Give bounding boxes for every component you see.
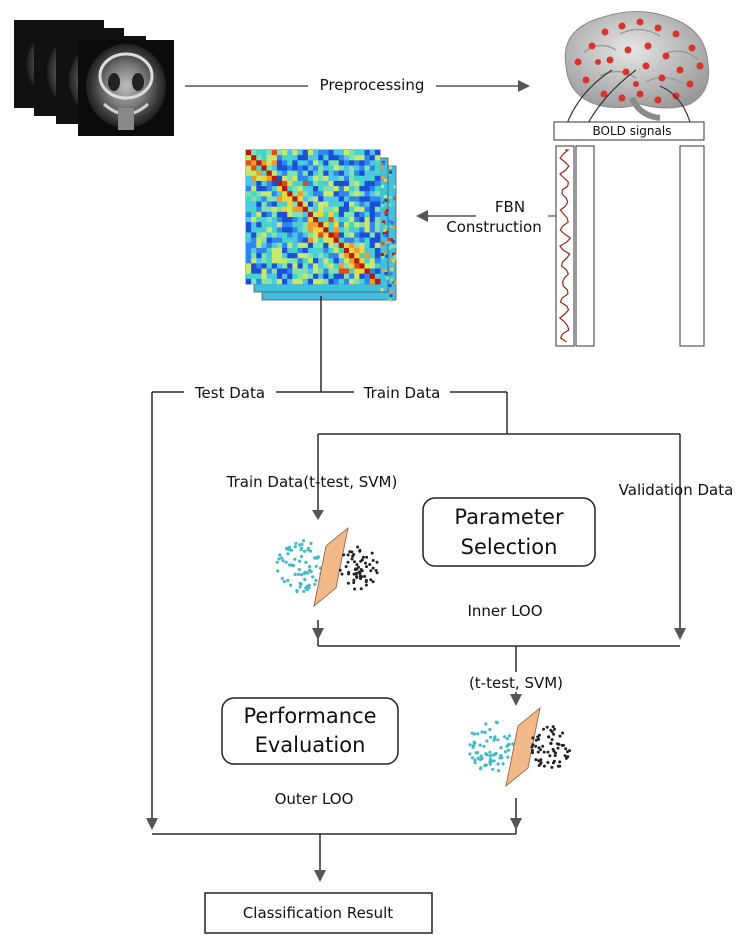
brain-nodes-icon (564, 10, 710, 121)
flow-lines (151, 296, 681, 880)
mri-stack-icon (14, 20, 174, 136)
train-data-label-bg (354, 382, 450, 402)
train-data-label: Train Data (363, 384, 441, 402)
svm-hyperplane-icon (275, 526, 379, 608)
connectivity-matrix-icon (245, 149, 397, 302)
test-data-label: Test Data (194, 384, 265, 402)
preprocessing-label: Preprocessing (320, 76, 425, 94)
bold-signals-label: BOLD signals (593, 124, 672, 138)
test-data-label-bg (184, 382, 276, 402)
fbn-label-line2: Construction (446, 218, 542, 236)
inner-loo-label: Inner LOO (467, 602, 542, 620)
performance-evaluation-box (221, 697, 399, 765)
bold-signals-box (553, 121, 705, 141)
train-data-inner-label: Train Data(t-test, SVM) (226, 473, 398, 491)
classification-result-box (204, 892, 433, 934)
flow-arrowheads (146, 510, 686, 882)
parameter-selection-box (422, 497, 596, 567)
performance-evaluation-line1: Performance (243, 704, 376, 728)
outer-ttest-label-bg (458, 672, 574, 692)
preprocessing-label-bg (308, 74, 436, 96)
svm-hyperplane-icon (468, 706, 572, 788)
validation-data-label: Validation Data (619, 481, 734, 499)
outer-loo-label: Outer LOO (275, 790, 354, 808)
fbn-label-line1: FBN (495, 198, 525, 216)
parameter-selection-line2: Selection (461, 535, 558, 559)
classification-result-label: Classification Result (243, 904, 393, 922)
signal-column (679, 145, 705, 347)
outer-ttest-label: (t-test, SVM) (469, 674, 563, 692)
parameter-selection-line1: Parameter (454, 505, 564, 529)
signal-column (555, 145, 575, 347)
signal-column (575, 145, 595, 347)
performance-evaluation-line2: Evaluation (255, 733, 366, 757)
bold-time-series (558, 149, 572, 343)
